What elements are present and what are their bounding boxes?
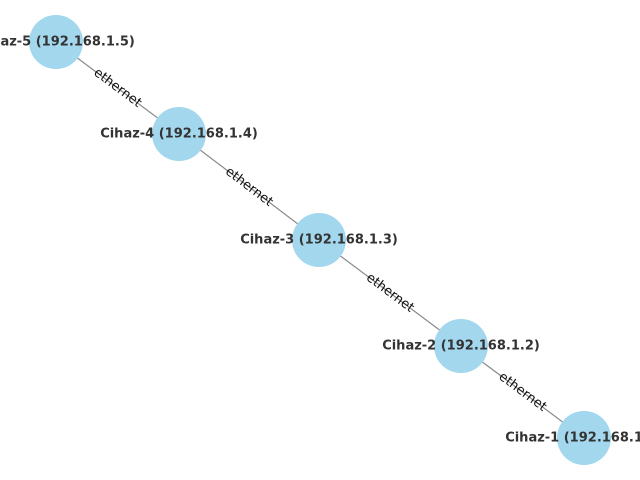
edge-line xyxy=(178,133,320,241)
device-node[interactable] xyxy=(292,213,346,267)
device-node-label: Cihaz-2 (192.168.1.2) xyxy=(382,339,540,354)
edge-line xyxy=(318,239,462,347)
edge-label: ethernet xyxy=(222,164,276,210)
nodes-layer xyxy=(29,15,611,465)
device-node-label: Cihaz-1 (192.168.1.1) xyxy=(505,431,640,446)
device-node-label: Cihaz-4 (192.168.1.4) xyxy=(100,127,258,142)
node-labels-layer: Cihaz-5 (192.168.1.5) Cihaz-4 (192.168.1.… xyxy=(0,35,640,446)
device-node[interactable] xyxy=(29,15,83,69)
device-node[interactable] xyxy=(152,107,206,161)
device-node[interactable] xyxy=(434,319,488,373)
edge-label: ethernet xyxy=(91,65,145,110)
device-node-label: Cihaz-5 (192.168.1.5) xyxy=(0,35,135,50)
device-node[interactable] xyxy=(557,411,611,465)
device-node-label: Cihaz-3 (192.168.1.3) xyxy=(240,233,398,248)
edge-label: ethernet xyxy=(496,369,550,414)
edge-label: ethernet xyxy=(363,270,417,315)
